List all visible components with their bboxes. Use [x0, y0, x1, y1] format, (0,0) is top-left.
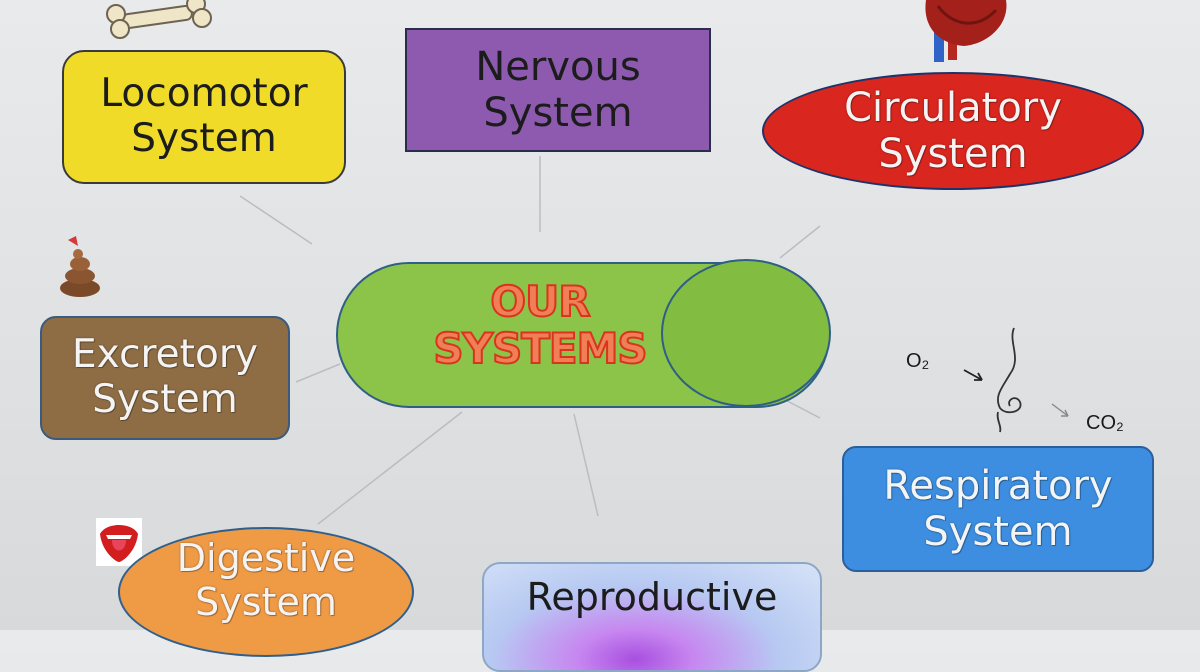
connector-circulatory: [779, 225, 821, 259]
respiratory-line1: Respiratory: [883, 463, 1113, 509]
nervous-line2: System: [483, 90, 633, 136]
locomotor-system-node: Locomotor System: [62, 50, 346, 184]
excretory-line2: System: [92, 377, 238, 422]
center-circle-shape: [661, 259, 831, 407]
circulatory-line1: Circulatory: [844, 85, 1062, 131]
center-title: OUR SYSTEMS: [400, 277, 680, 374]
connector-digestive: [317, 411, 463, 525]
carbon-dioxide-label: CO₂: [1086, 412, 1124, 434]
center-title-line2: SYSTEMS: [432, 324, 648, 374]
reproductive-system-node: Reproductive: [482, 562, 822, 672]
respiratory-system-node: Respiratory System: [842, 446, 1154, 572]
digestive-line1: Digestive: [176, 536, 356, 580]
respiratory-line2: System: [923, 509, 1073, 555]
excretory-system-node: Excretory System: [40, 316, 290, 440]
connector-locomotor: [239, 195, 313, 245]
connector-excretory: [295, 363, 341, 383]
nose-icon: [963, 327, 1069, 433]
connector-lines: [239, 156, 821, 525]
digestive-system-node: Digestive System: [118, 527, 414, 657]
excretory-line1: Excretory: [72, 332, 258, 378]
nervous-line1: Nervous: [475, 44, 641, 90]
heart-icon: [925, 0, 1007, 62]
circulatory-line2: System: [878, 131, 1028, 177]
nervous-system-node: Nervous System: [405, 28, 711, 152]
circulatory-system-node: Circulatory System: [762, 72, 1144, 190]
oxygen-label: O₂: [906, 350, 930, 372]
connector-reproductive: [573, 413, 599, 517]
mouth-icon: [96, 518, 142, 566]
digestive-line2: System: [195, 579, 337, 624]
locomotor-line1: Locomotor: [100, 71, 308, 117]
locomotor-line2: System: [131, 116, 277, 161]
center-title-line1: OUR: [489, 277, 591, 326]
reproductive-line1: Reproductive: [526, 575, 778, 619]
bone-icon: [106, 0, 212, 39]
poop-icon: [60, 236, 100, 297]
